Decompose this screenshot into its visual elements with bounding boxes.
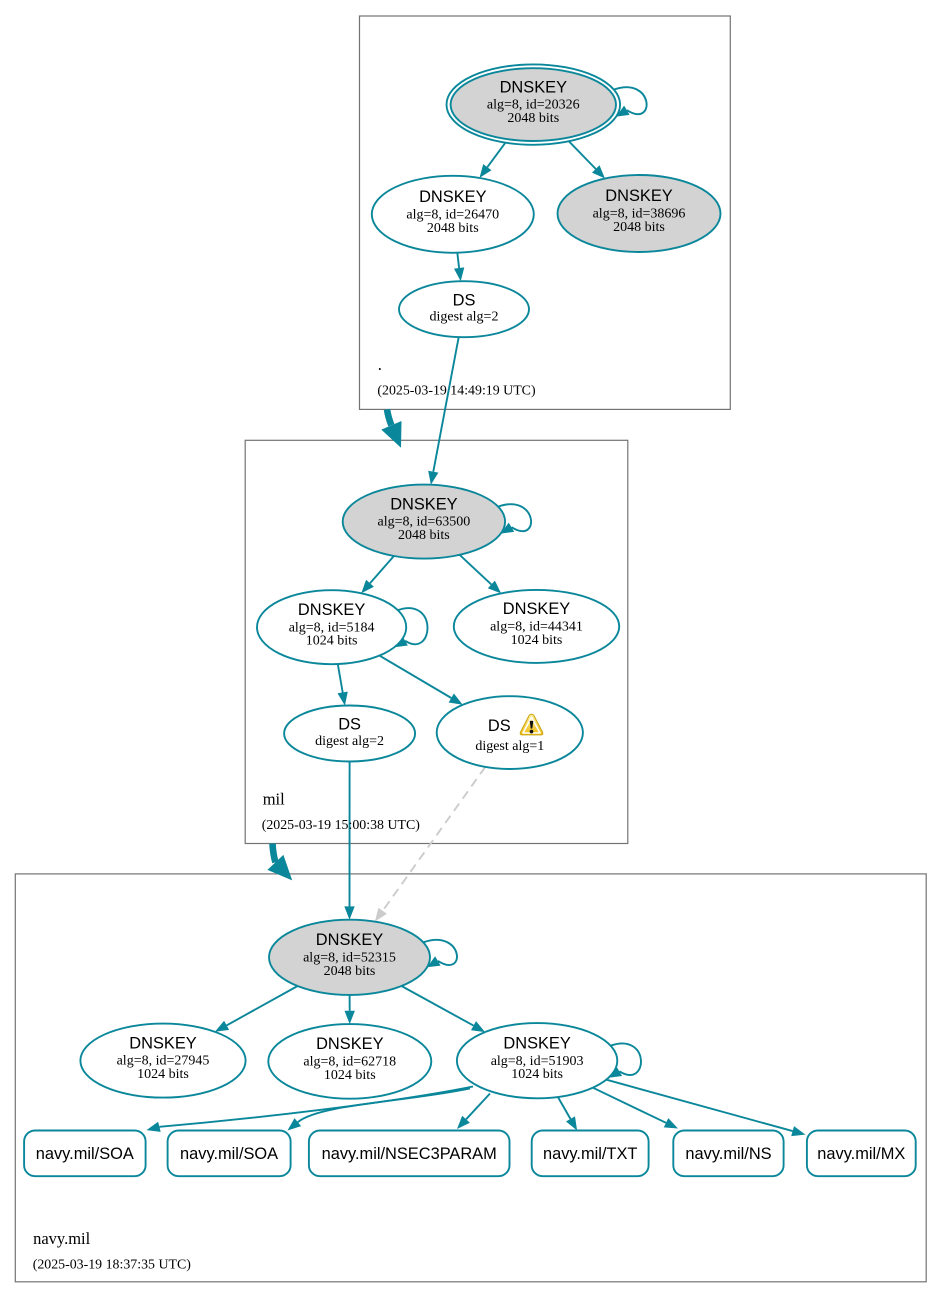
- svg-text:navy.mil/NS: navy.mil/NS: [685, 1145, 771, 1163]
- svg-text:DNSKEY: DNSKEY: [503, 600, 570, 618]
- svg-text:(2025-03-19 14:49:19 UTC): (2025-03-19 14:49:19 UTC): [377, 384, 536, 399]
- svg-text:1024 bits: 1024 bits: [511, 1067, 563, 1082]
- svg-text:DNSKEY: DNSKEY: [390, 495, 457, 513]
- svg-text:1024 bits: 1024 bits: [324, 1068, 376, 1083]
- svg-text:DS: DS: [338, 716, 361, 734]
- svg-text:navy.mil/SOA: navy.mil/SOA: [36, 1145, 134, 1163]
- svg-text:alg=8, id=20326: alg=8, id=20326: [487, 98, 580, 113]
- svg-text:DS: DS: [453, 291, 476, 309]
- svg-text:navy.mil: navy.mil: [33, 1229, 91, 1248]
- svg-text:DNSKEY: DNSKEY: [316, 1035, 383, 1053]
- svg-text:DNSKEY: DNSKEY: [419, 188, 486, 206]
- svg-text:alg=8, id=51903: alg=8, id=51903: [491, 1054, 584, 1069]
- svg-text:2048 bits: 2048 bits: [613, 220, 665, 235]
- svg-text:DNSKEY: DNSKEY: [298, 601, 365, 619]
- svg-text:digest alg=2: digest alg=2: [315, 734, 384, 749]
- svg-text:DNSKEY: DNSKEY: [316, 931, 383, 949]
- svg-text:(2025-03-19 15:00:38 UTC): (2025-03-19 15:00:38 UTC): [262, 818, 421, 833]
- svg-text:alg=8, id=27945: alg=8, id=27945: [117, 1054, 210, 1069]
- svg-text:navy.mil/NSEC3PARAM: navy.mil/NSEC3PARAM: [322, 1145, 497, 1163]
- svg-text:DNSKEY: DNSKEY: [500, 78, 567, 96]
- svg-text:alg=8, id=52315: alg=8, id=52315: [303, 950, 396, 965]
- svg-text:navy.mil/TXT: navy.mil/TXT: [543, 1145, 637, 1163]
- svg-text:alg=8, id=5184: alg=8, id=5184: [289, 620, 375, 635]
- svg-text:2048 bits: 2048 bits: [427, 221, 479, 236]
- svg-text:navy.mil/MX: navy.mil/MX: [817, 1145, 905, 1163]
- svg-text:alg=8, id=62718: alg=8, id=62718: [303, 1055, 396, 1070]
- svg-text:digest alg=2: digest alg=2: [430, 310, 499, 325]
- svg-text:alg=8, id=44341: alg=8, id=44341: [490, 620, 583, 635]
- svg-text:mil: mil: [263, 789, 285, 808]
- svg-text:2048 bits: 2048 bits: [507, 111, 559, 126]
- svg-text:1024 bits: 1024 bits: [511, 633, 563, 648]
- svg-text:DS: DS: [488, 717, 511, 735]
- svg-text:.: .: [378, 355, 382, 374]
- svg-text:DNSKEY: DNSKEY: [605, 187, 672, 205]
- svg-text:alg=8, id=26470: alg=8, id=26470: [406, 207, 499, 222]
- svg-text:1024 bits: 1024 bits: [137, 1067, 189, 1082]
- svg-text:2048 bits: 2048 bits: [324, 964, 376, 979]
- svg-text:alg=8, id=38696: alg=8, id=38696: [593, 207, 686, 222]
- svg-text:(2025-03-19 18:37:35 UTC): (2025-03-19 18:37:35 UTC): [33, 1258, 192, 1273]
- svg-text:DNSKEY: DNSKEY: [503, 1034, 570, 1052]
- svg-text:DNSKEY: DNSKEY: [129, 1034, 196, 1052]
- svg-text:2048 bits: 2048 bits: [398, 528, 450, 543]
- svg-text:digest alg=1: digest alg=1: [475, 739, 544, 754]
- svg-text:1024 bits: 1024 bits: [306, 634, 358, 649]
- svg-text:alg=8, id=63500: alg=8, id=63500: [378, 515, 471, 530]
- svg-text:navy.mil/SOA: navy.mil/SOA: [180, 1145, 278, 1163]
